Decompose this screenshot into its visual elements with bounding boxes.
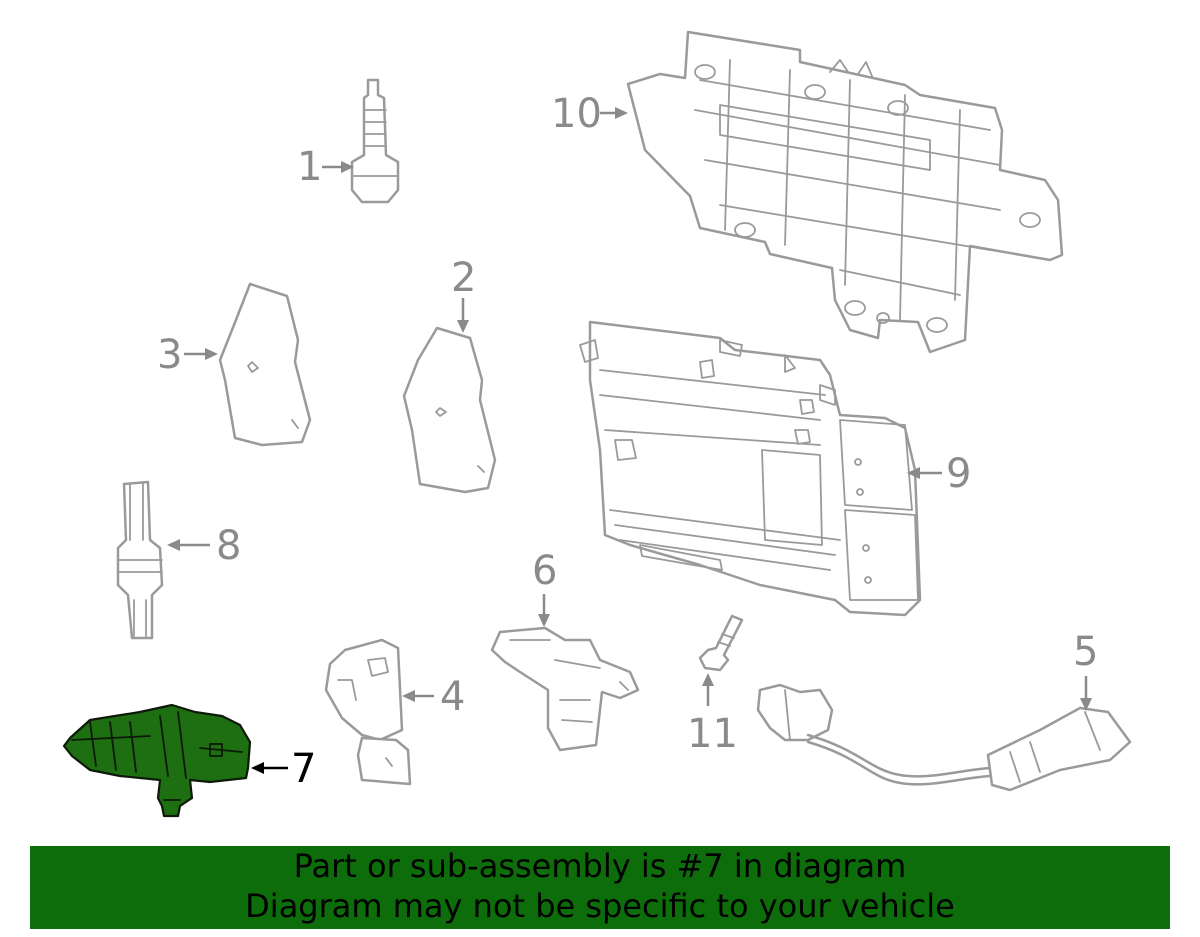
callout-label: 11 xyxy=(687,711,738,757)
callout-label: 9 xyxy=(946,451,971,497)
callout-label: 5 xyxy=(1073,629,1098,675)
callout-4: 4 xyxy=(402,674,465,720)
info-banner: Part or sub-assembly is #7 in diagram Di… xyxy=(30,846,1170,929)
part-8-temp-sensor[interactable] xyxy=(116,480,164,640)
part-2-shield[interactable] xyxy=(402,326,497,494)
callout-label: 3 xyxy=(157,332,182,378)
callout-10: 10 xyxy=(551,91,628,137)
part-10-mounting-bracket[interactable] xyxy=(626,30,1064,354)
banner-line-2: Diagram may not be specific to your vehi… xyxy=(245,887,955,925)
part-11-bolt[interactable] xyxy=(698,614,744,672)
callout-8: 8 xyxy=(167,523,241,569)
callout-6: 6 xyxy=(532,548,557,627)
callout-1: 1 xyxy=(297,144,354,190)
part-6-cam-sensor[interactable] xyxy=(490,626,640,752)
part-1-sensor[interactable] xyxy=(350,78,400,204)
callout-11: 11 xyxy=(687,673,738,757)
callout-label: 7 xyxy=(291,746,316,792)
part-4-sensor[interactable] xyxy=(324,638,412,786)
callout-label: 10 xyxy=(551,91,602,137)
callout-label: 1 xyxy=(297,144,322,190)
callout-label: 4 xyxy=(440,674,465,720)
part-7-map-sensor[interactable] xyxy=(62,703,252,818)
callout-9: 9 xyxy=(907,451,971,497)
part-5-cable-sensor[interactable] xyxy=(756,683,1132,792)
callout-label: 6 xyxy=(532,548,557,594)
callout-label: 2 xyxy=(451,255,476,301)
callout-label: 8 xyxy=(216,523,241,569)
callout-5: 5 xyxy=(1073,629,1098,711)
part-9-engine-control-module[interactable] xyxy=(579,320,922,617)
callout-3: 3 xyxy=(157,332,218,378)
part-3-shield[interactable] xyxy=(218,282,312,447)
callout-7: 7 xyxy=(251,746,316,792)
banner-line-1: Part or sub-assembly is #7 in diagram xyxy=(293,847,907,885)
callout-2: 2 xyxy=(451,255,476,333)
